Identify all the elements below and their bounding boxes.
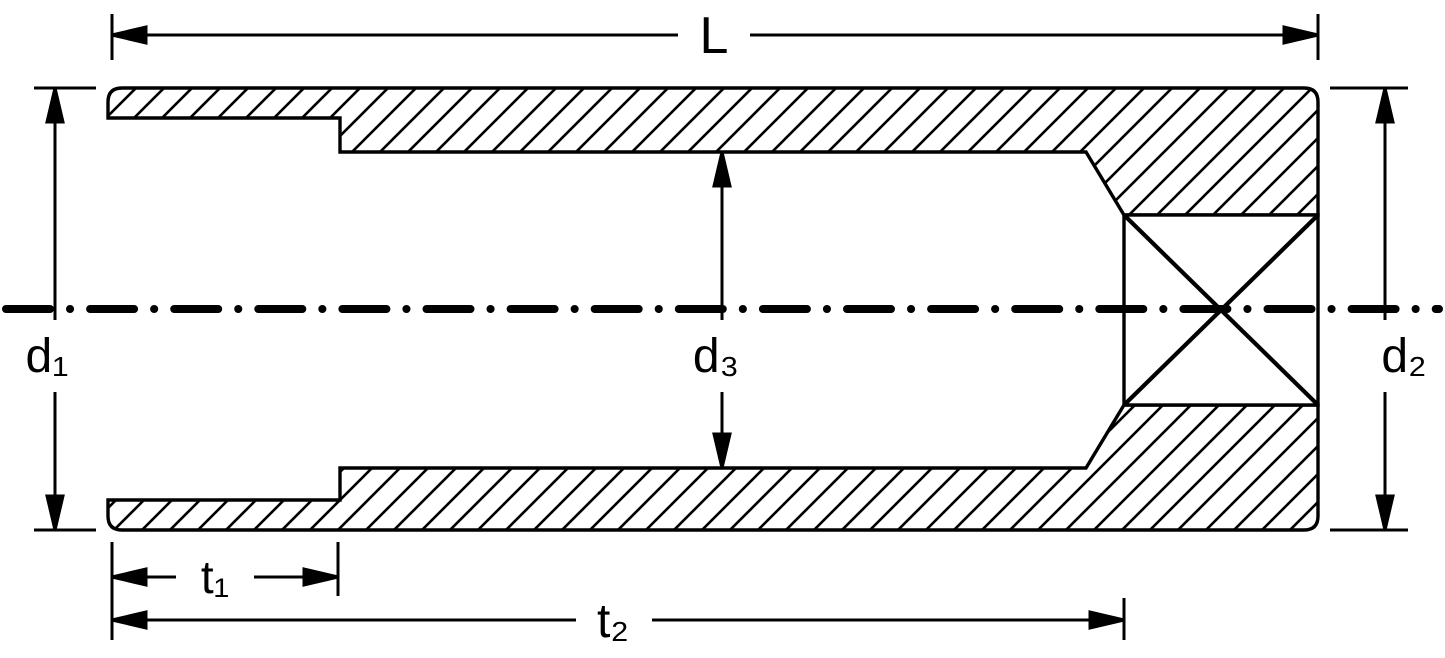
dimension-d1: d₁: [26, 86, 96, 532]
dim-L-label: L: [700, 7, 729, 65]
arrow-down-icon: [45, 494, 65, 531]
arrow-down-icon: [712, 432, 732, 469]
top-wall-section: [106, 86, 1320, 217]
dim-t1-label: t₁: [201, 551, 229, 603]
arrow-up-icon: [712, 151, 732, 188]
dim-d3-label: d₃: [693, 330, 739, 383]
dimension-d2: d₂: [1330, 86, 1427, 532]
dimension-L: L: [110, 7, 1320, 65]
arrow-right-icon: [1282, 25, 1319, 45]
arrow-left-icon: [111, 567, 148, 587]
arrow-right-icon: [302, 567, 339, 587]
dimension-d3: d₃: [693, 151, 739, 469]
dim-t2-label: t₂: [597, 595, 629, 648]
arrow-up-icon: [1375, 87, 1395, 124]
arrow-down-icon: [1375, 494, 1395, 531]
bottom-wall-section: [106, 403, 1320, 532]
arrow-up-icon: [45, 87, 65, 124]
arrow-left-icon: [111, 25, 148, 45]
dim-d1-label: d₁: [26, 330, 69, 383]
dim-d2-label: d₂: [1381, 330, 1426, 383]
dimension-t2: t₂: [111, 595, 1126, 648]
dimension-t1: t₁: [110, 542, 340, 640]
arrow-right-icon: [1088, 610, 1125, 630]
arrow-left-icon: [111, 610, 148, 630]
